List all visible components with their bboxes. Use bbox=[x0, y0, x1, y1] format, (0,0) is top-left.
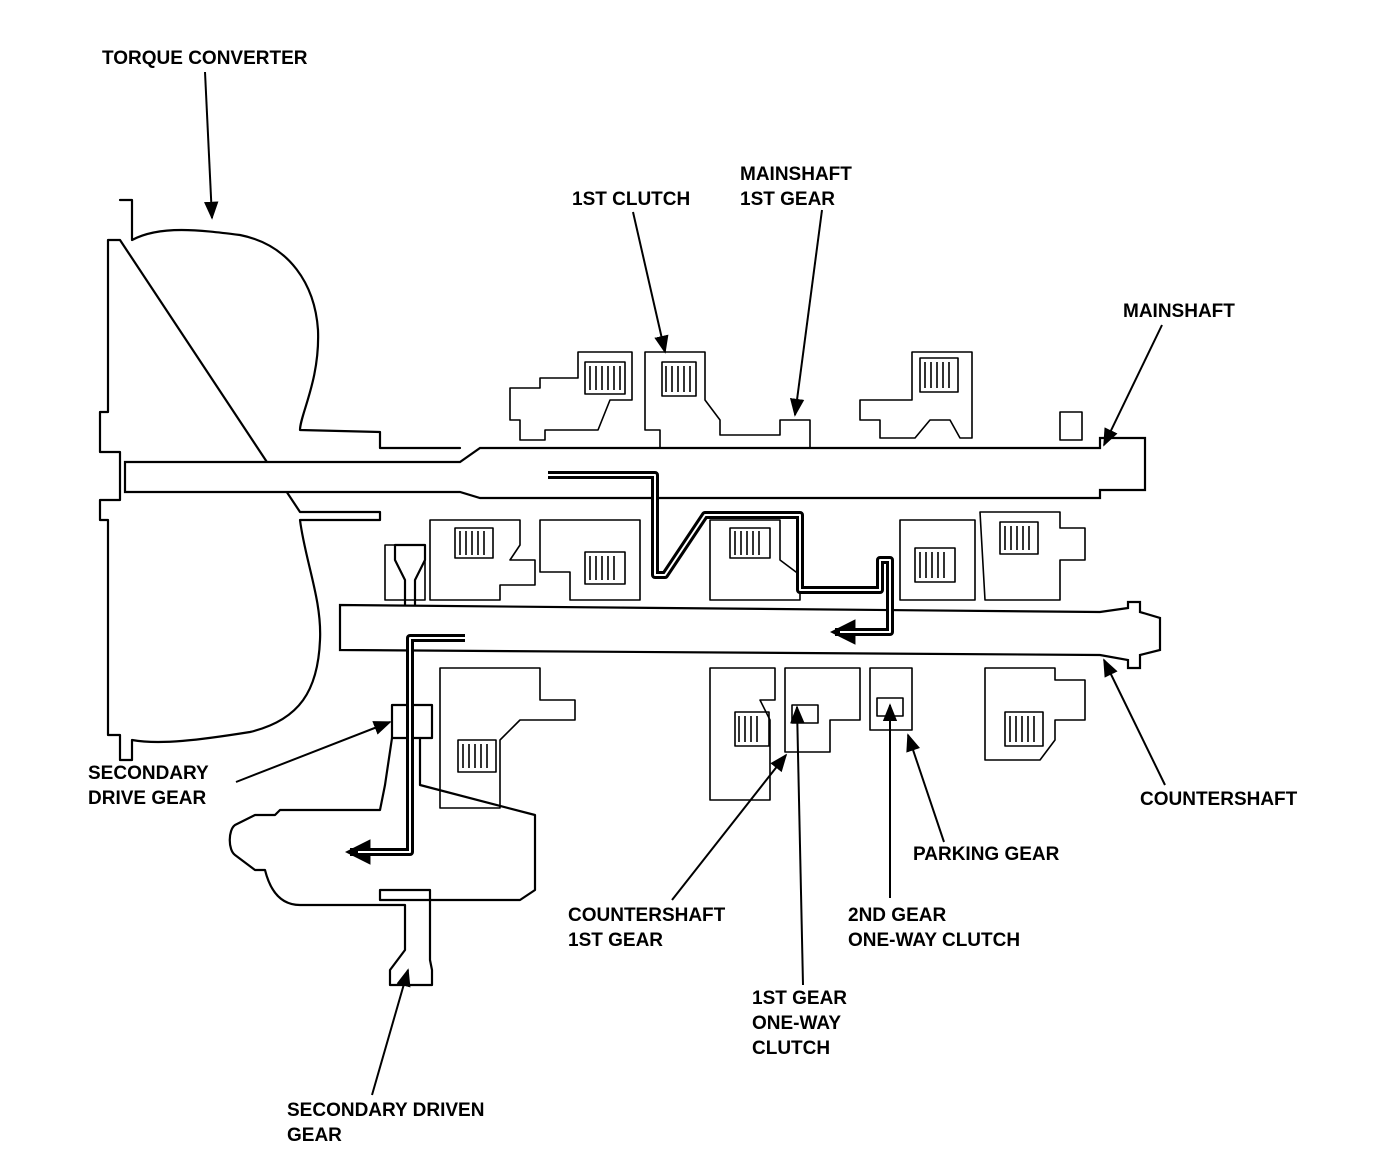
mainshaft-clutches bbox=[509, 351, 1083, 449]
label-countershaft: COUNTERSHAFT bbox=[1140, 789, 1298, 810]
secondary-drive-gear-body bbox=[390, 543, 434, 740]
countershaft-body bbox=[338, 600, 1162, 670]
label-parking-gear: PARKING GEAR bbox=[913, 844, 1060, 865]
label-secondary-driven-gear-line2: GEAR bbox=[287, 1125, 342, 1146]
label-countershaft-first-gear-line2: 1ST GEAR bbox=[568, 930, 663, 951]
label-second-gear-owc-line2: ONE-WAY CLUTCH bbox=[848, 930, 1020, 951]
final-drive-housing bbox=[228, 736, 537, 987]
mainshaft-leader bbox=[1103, 324, 1163, 447]
label-secondary-drive-gear-line2: DRIVE GEAR bbox=[88, 788, 207, 809]
mainshaft-first-gear-leader bbox=[789, 209, 823, 417]
lower-clutches bbox=[439, 667, 1086, 809]
label-first-gear-owc-line1: 1ST GEAR bbox=[752, 988, 847, 1009]
label-mainshaft: MAINSHAFT bbox=[1123, 301, 1235, 322]
label-mainshaft-first-gear-line2: 1ST GEAR bbox=[740, 189, 835, 210]
power-flow-output bbox=[344, 634, 465, 865]
first-clutch-leader bbox=[632, 211, 669, 354]
label-first-gear-owc-line3: CLUTCH bbox=[752, 1038, 830, 1059]
first-gear-owc-leader bbox=[790, 705, 805, 986]
secondary-driven-gear-leader bbox=[371, 968, 411, 1096]
label-secondary-driven-gear-line1: SECONDARY DRIVEN bbox=[287, 1100, 484, 1121]
countershaft-first-gear-leader bbox=[671, 753, 788, 901]
label-first-clutch: 1ST CLUTCH bbox=[572, 189, 690, 210]
label-second-gear-owc-line1: 2ND GEAR bbox=[848, 905, 946, 926]
label-countershaft-first-gear-line1: COUNTERSHAFT bbox=[568, 905, 726, 926]
torque-converter-leader bbox=[204, 71, 219, 220]
label-first-gear-owc-line2: ONE-WAY bbox=[752, 1013, 841, 1034]
secondary-drive-gear-leader bbox=[235, 721, 392, 783]
countershaft-clutches bbox=[384, 511, 1086, 601]
parking-gear-leader bbox=[906, 733, 945, 843]
label-mainshaft-first-gear-line1: MAINSHAFT bbox=[740, 164, 852, 185]
label-secondary-drive-gear-line1: SECONDARY bbox=[88, 763, 209, 784]
mainshaft-body bbox=[123, 436, 1147, 500]
label-torque-converter: TORQUE CONVERTER bbox=[102, 48, 308, 69]
countershaft-leader bbox=[1103, 658, 1166, 786]
torque-converter-housing bbox=[98, 198, 462, 762]
